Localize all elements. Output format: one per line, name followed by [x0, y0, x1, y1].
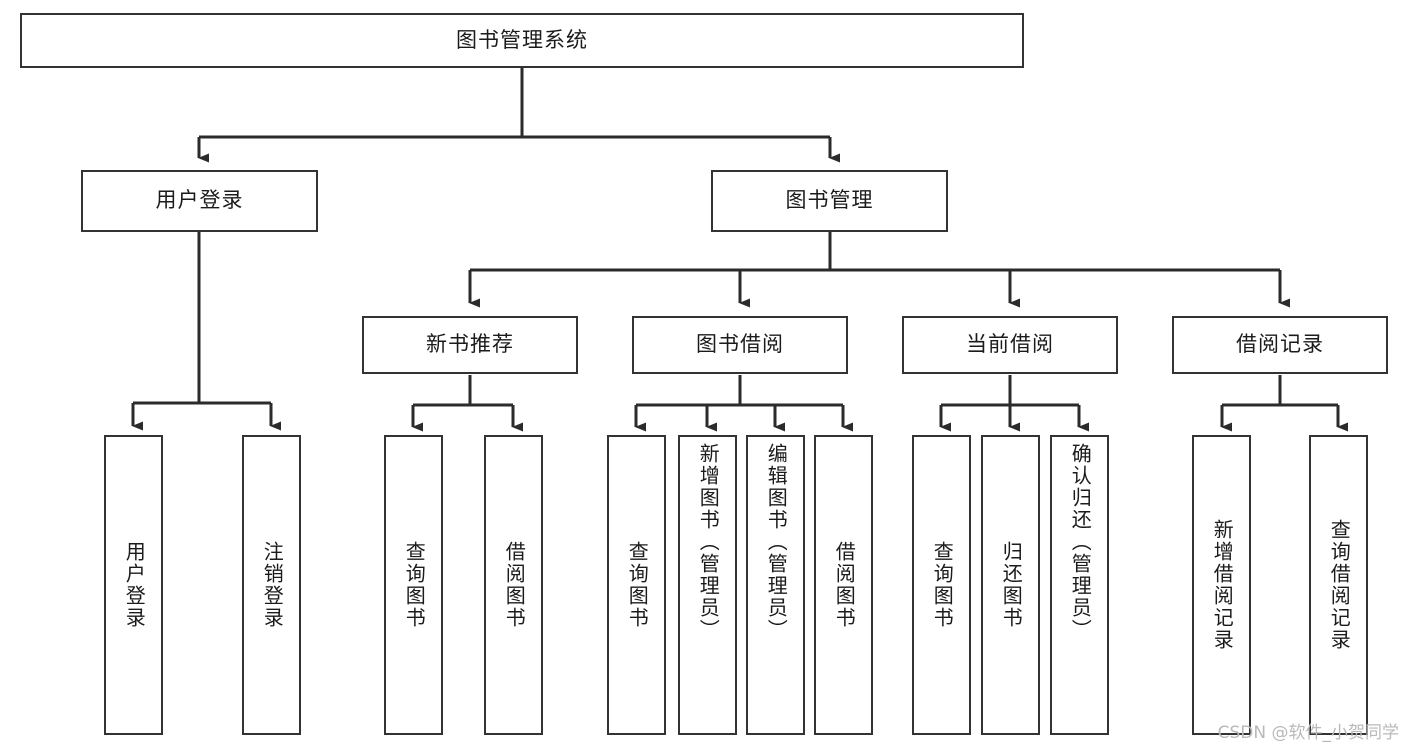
node-label: 借阅图书: [832, 541, 857, 629]
node-label: 新书推荐: [426, 332, 514, 357]
node-label: 当前借阅: [966, 332, 1054, 357]
node-root-book-management-system[interactable]: 图书管理系统: [20, 13, 1024, 68]
leaf-add-borrow-record[interactable]: 新增借阅记录: [1192, 435, 1251, 735]
node-borrow-record[interactable]: 借阅记录: [1172, 316, 1388, 374]
node-label: 新增借阅记录: [1210, 519, 1235, 651]
node-label: 图书管理: [785, 188, 874, 213]
node-label: 图书管理系统: [456, 27, 588, 52]
node-label: 查询图书: [625, 541, 650, 629]
leaf-query-book-borrow[interactable]: 查询图书: [607, 435, 666, 735]
leaf-borrow-book-recommend[interactable]: 借阅图书: [484, 435, 543, 735]
leaf-return-book[interactable]: 归还图书: [981, 435, 1040, 735]
node-label: 编辑图书（管理员）: [764, 443, 789, 641]
node-current-borrow[interactable]: 当前借阅: [902, 316, 1118, 374]
leaf-logout-login[interactable]: 注销登录: [242, 435, 301, 735]
leaf-edit-book-admin[interactable]: 编辑图书（管理员）: [746, 435, 805, 735]
leaf-borrow-book-borrow[interactable]: 借阅图书: [814, 435, 873, 735]
node-book-borrow[interactable]: 图书借阅: [632, 316, 848, 374]
node-label: 新增图书（管理员）: [696, 443, 721, 641]
node-label: 确认归还（管理员）: [1068, 443, 1093, 641]
leaf-query-borrow-record[interactable]: 查询借阅记录: [1309, 435, 1368, 735]
node-book-manage[interactable]: 图书管理: [711, 170, 948, 232]
node-user-login[interactable]: 用户登录: [81, 170, 318, 232]
leaf-confirm-return-admin[interactable]: 确认归还（管理员）: [1050, 435, 1109, 735]
node-label: 查询图书: [402, 541, 427, 629]
node-label: 归还图书: [999, 541, 1024, 629]
leaf-add-book-admin[interactable]: 新增图书（管理员）: [678, 435, 737, 735]
node-label: 查询图书: [930, 541, 955, 629]
node-label: 借阅记录: [1236, 332, 1324, 357]
node-label: 注销登录: [260, 541, 285, 629]
node-label: 图书借阅: [696, 332, 784, 357]
node-new-book-recommend[interactable]: 新书推荐: [362, 316, 578, 374]
node-label: 借阅图书: [502, 541, 527, 629]
node-label: 用户登录: [155, 188, 244, 213]
leaf-query-book-current[interactable]: 查询图书: [912, 435, 971, 735]
leaf-user-login[interactable]: 用户登录: [104, 435, 163, 735]
node-label: 用户登录: [122, 541, 147, 629]
node-label: 查询借阅记录: [1327, 519, 1352, 651]
leaf-query-book-recommend[interactable]: 查询图书: [384, 435, 443, 735]
